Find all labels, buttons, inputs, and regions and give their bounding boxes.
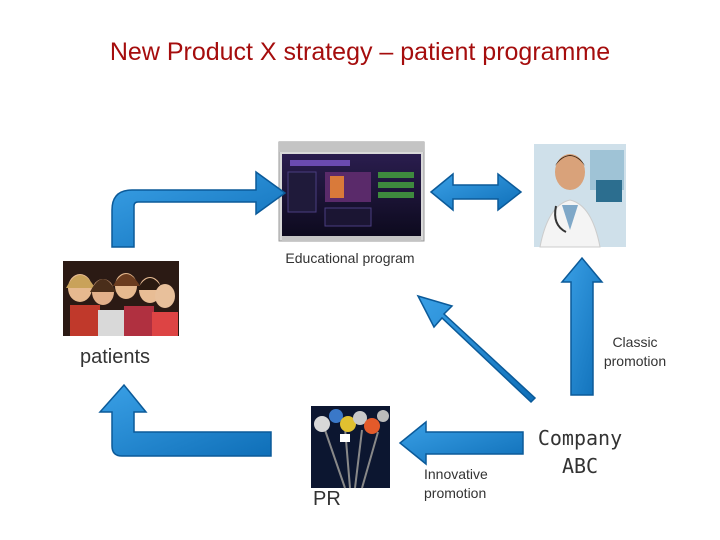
arrow-innovative-promotion — [400, 422, 523, 464]
educational-program-image — [279, 142, 424, 241]
innovative-promotion-line1: Innovative — [424, 465, 488, 484]
page-title: New Product X strategy – patient program… — [0, 38, 720, 67]
doctor-image — [534, 144, 626, 247]
company-line1: Company — [520, 424, 640, 452]
arrow-classic-promotion — [562, 258, 602, 395]
classic-promotion-line1: Classic — [590, 333, 680, 352]
company-label: Company ABC — [520, 424, 640, 480]
arrow-company-to-education — [418, 296, 535, 402]
patients-label: patients — [80, 346, 150, 369]
educational-program-label: Educational program — [262, 250, 438, 266]
arrow-patients-to-education — [112, 172, 285, 247]
patients-image — [63, 261, 179, 336]
pr-image — [311, 406, 390, 488]
innovative-promotion-line2: promotion — [424, 484, 488, 503]
pr-label: PR — [313, 488, 341, 511]
classic-promotion-line2: promotion — [590, 352, 680, 371]
innovative-promotion-label: Innovative promotion — [424, 465, 488, 503]
arrow-education-doctor-double — [431, 174, 521, 210]
arrow-pr-to-patients — [100, 385, 271, 456]
company-line2: ABC — [520, 452, 640, 480]
classic-promotion-label: Classic promotion — [590, 333, 680, 371]
